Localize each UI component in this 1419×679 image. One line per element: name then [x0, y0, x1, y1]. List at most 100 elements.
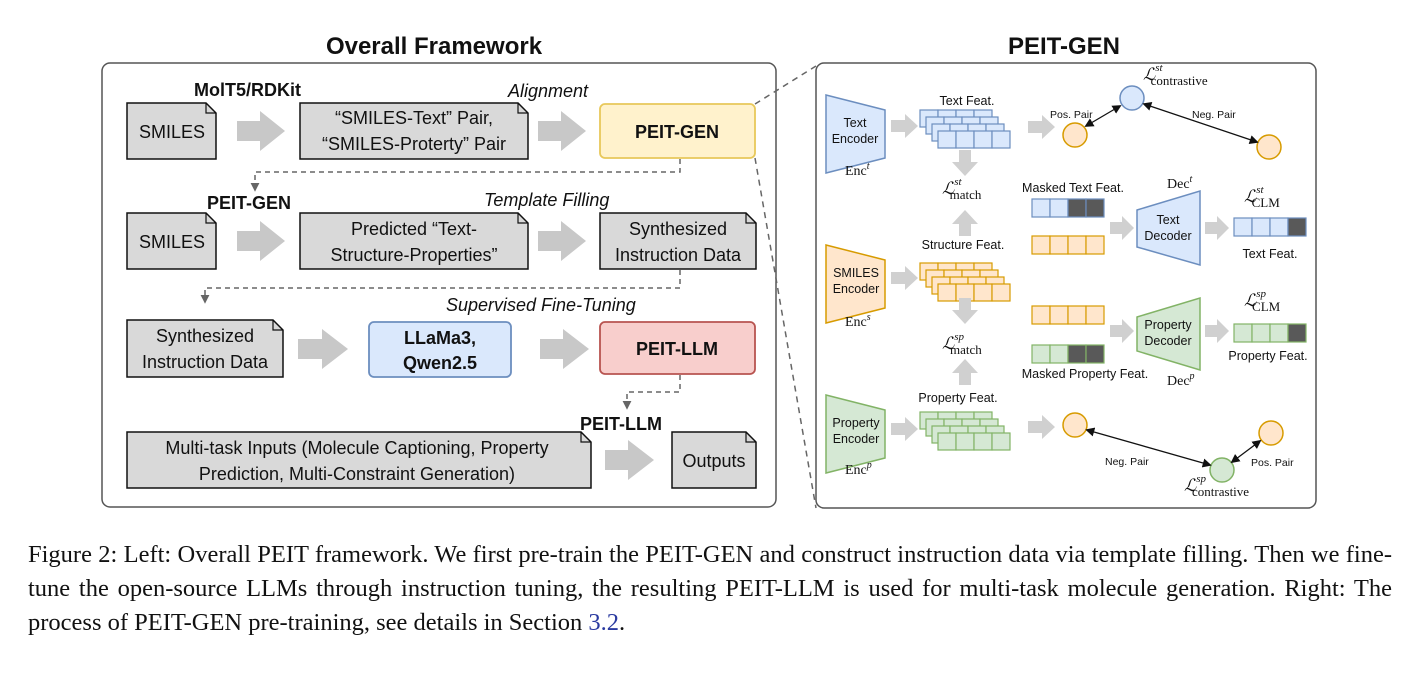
feature-cell	[937, 283, 957, 302]
feature-cell	[1049, 305, 1069, 325]
doc-fold	[517, 103, 528, 114]
green-circle-anchor	[1209, 457, 1235, 483]
left-panel-frame	[101, 62, 777, 508]
small-arrow-down	[952, 298, 978, 324]
feature-cell	[1049, 198, 1069, 218]
feature-cell	[1233, 217, 1253, 237]
structure-feature-row-bottom	[1031, 305, 1105, 325]
llm-base-box	[368, 321, 512, 378]
smiles-encoder	[825, 244, 886, 324]
zoom-line-bottom	[754, 157, 817, 509]
peit-gen-box-label: PEIT-GEN	[635, 122, 719, 142]
text-decoder-line-1: Text	[1157, 213, 1180, 227]
property-decoder-line-1: Property	[1144, 318, 1192, 332]
step-sft-label: Supervised Fine-Tuning	[446, 295, 636, 315]
enc-s-label: Encs	[845, 312, 871, 330]
feature-cell	[955, 432, 975, 451]
feature-cell	[1085, 235, 1105, 255]
synth-line-1: Synthesized	[629, 219, 727, 239]
section-reference-link[interactable]: 3.2	[588, 609, 620, 636]
feature-cell	[991, 432, 1011, 451]
predicted-doc	[299, 212, 529, 270]
doc-fold	[272, 320, 283, 331]
step-template-label: Template Filling	[484, 190, 609, 210]
peit-gen-model-label: PEIT-GEN	[207, 193, 291, 213]
structure-feat-label: Structure Feat.	[922, 238, 1005, 252]
feature-cell	[955, 130, 975, 149]
orange-circle-neg	[1256, 134, 1282, 160]
feature-cell	[973, 283, 993, 302]
feature-cell	[1233, 323, 1253, 343]
pair-line-2: “SMILES-Proterty” Pair	[322, 134, 506, 154]
text-encoder-line-1: Text	[844, 116, 867, 130]
small-arrow	[1028, 415, 1055, 439]
structure-feature-row-top	[1031, 235, 1105, 255]
property-feature-stack	[919, 411, 1011, 451]
pos-pair-label-bottom: Pos. Pair	[1251, 457, 1294, 469]
gray-arrow	[298, 329, 348, 369]
small-arrow	[1205, 319, 1229, 343]
llm-line-2: Qwen2.5	[403, 353, 477, 373]
figure-caption: Figure 2: Left: Overall PEIT framework. …	[28, 538, 1392, 640]
doc-fold	[517, 213, 528, 224]
gray-arrow	[605, 440, 654, 480]
text-decoder-line-2: Decoder	[1144, 229, 1191, 243]
synth-line-2: Instruction Data	[615, 245, 742, 265]
property-encoder-line-2: Encoder	[833, 432, 880, 446]
property-clm-output-row	[1233, 323, 1307, 343]
orange-circle-pos	[1062, 122, 1088, 148]
small-arrow	[891, 417, 918, 441]
masked-text-feature-row	[1031, 198, 1105, 218]
property-encoder-line-1: Property	[832, 416, 880, 430]
feature-cell	[1049, 235, 1069, 255]
small-arrow-down	[952, 150, 978, 176]
feature-cell	[1067, 344, 1087, 364]
feature-cell	[1049, 344, 1069, 364]
gray-arrow	[237, 111, 285, 151]
doc-fold	[205, 103, 216, 114]
small-arrow-up	[952, 359, 978, 385]
text-feature-stack	[919, 109, 1011, 149]
pos-pair-arrow-bottom	[1230, 439, 1262, 464]
feature-cell	[1067, 198, 1087, 218]
feature-cell	[1251, 323, 1271, 343]
feature-cell	[1287, 323, 1307, 343]
smiles-encoder-line-1: SMILES	[833, 266, 879, 280]
neg-pair-label-top: Neg. Pair	[1192, 109, 1236, 121]
caption-end: .	[619, 609, 626, 636]
property-feat-out-label: Property Feat.	[1228, 349, 1307, 363]
feature-cell	[973, 130, 993, 149]
peit-llm-model-label: PEIT-LLM	[580, 414, 662, 434]
doc-fold	[580, 432, 591, 443]
feature-cell	[937, 130, 957, 149]
doc-fold	[745, 432, 756, 443]
pair-doc	[299, 102, 529, 160]
masked-text-feat-label: Masked Text Feat.	[1022, 181, 1124, 195]
gray-arrow	[538, 221, 586, 261]
property-decoder	[1136, 296, 1201, 372]
enc-p-label: Encp	[845, 460, 872, 478]
feature-cell	[973, 432, 993, 451]
feature-cell	[1031, 235, 1051, 255]
predicted-line-2: Structure-Properties”	[330, 245, 497, 265]
orange-circle-neg-bottom	[1062, 412, 1088, 438]
zoom-line-top	[754, 65, 817, 105]
feature-cell	[937, 432, 957, 451]
outputs-doc	[671, 431, 757, 489]
right-panel-frame	[815, 62, 1317, 509]
doc-fold	[205, 213, 216, 224]
text-encoder-line-2: Encoder	[832, 132, 879, 146]
feature-cell	[1251, 217, 1271, 237]
feature-cell	[1085, 305, 1105, 325]
text-decoder	[1136, 189, 1201, 266]
caption-text: Figure 2: Left: Overall PEIT framework. …	[28, 541, 1392, 636]
enc-t-label: Enct	[845, 161, 870, 179]
peit-gen-box	[599, 103, 756, 159]
synth-doc-row2	[599, 212, 757, 270]
smiles-label-row1: SMILES	[139, 122, 205, 142]
feature-cell	[1287, 217, 1307, 237]
smiles-doc-row1	[126, 102, 217, 160]
